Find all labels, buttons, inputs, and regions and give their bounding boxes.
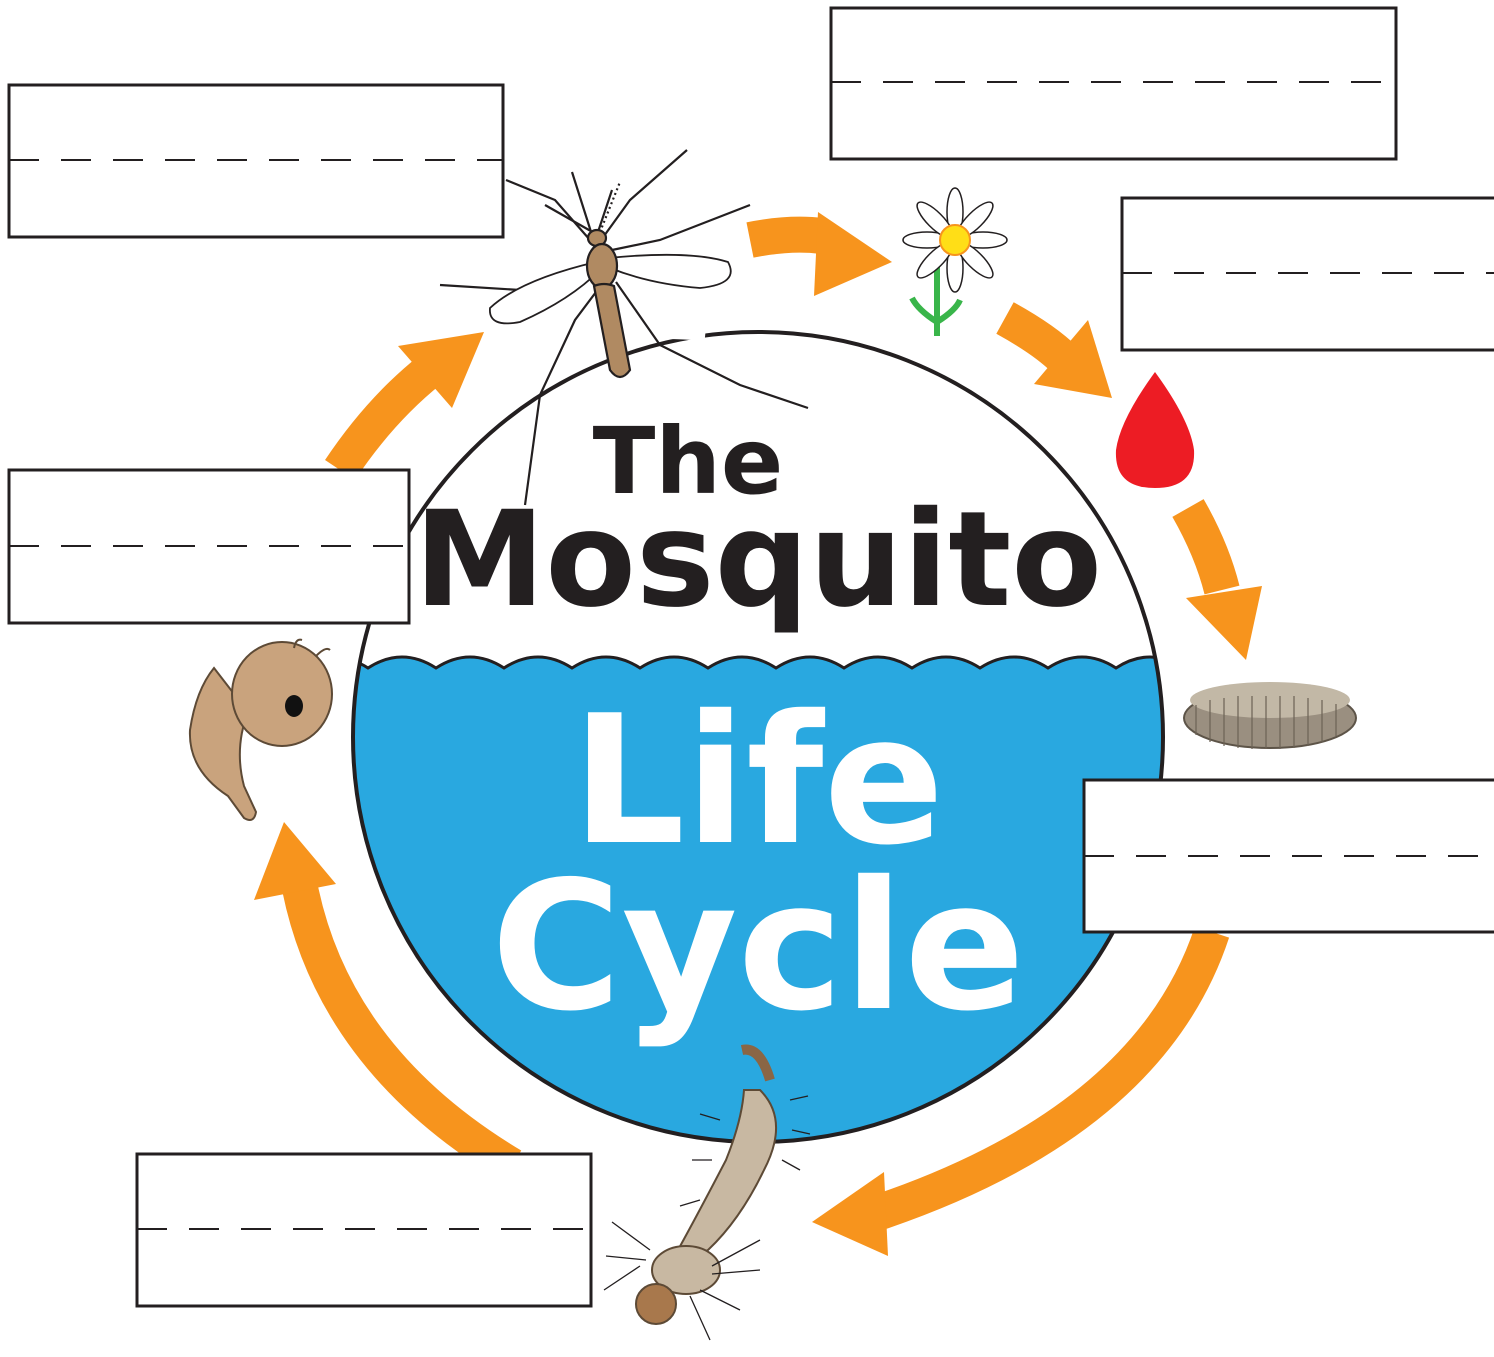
label-box-adult[interactable] <box>9 85 503 237</box>
arrow-adult-to-flower <box>750 212 892 296</box>
label-box-nectar[interactable] <box>831 8 1396 159</box>
title-line-mosquito: Mosquito <box>414 483 1102 637</box>
label-box-eggs[interactable] <box>1084 780 1494 932</box>
title-line-cycle: Cycle <box>491 843 1025 1050</box>
label-box-blood-meal[interactable] <box>1122 198 1494 350</box>
egg-raft-icon <box>1184 682 1356 749</box>
arrow-flower-to-blood <box>1005 318 1112 398</box>
arrow-blood-to-eggs <box>1186 508 1262 660</box>
label-box-pupa[interactable] <box>9 470 409 623</box>
label-box-larva[interactable] <box>137 1154 591 1306</box>
pupa-icon <box>190 640 332 820</box>
arrow-pupa-to-adult <box>340 332 484 470</box>
blood-drop-icon <box>1116 372 1194 488</box>
flower-icon <box>903 188 1007 336</box>
